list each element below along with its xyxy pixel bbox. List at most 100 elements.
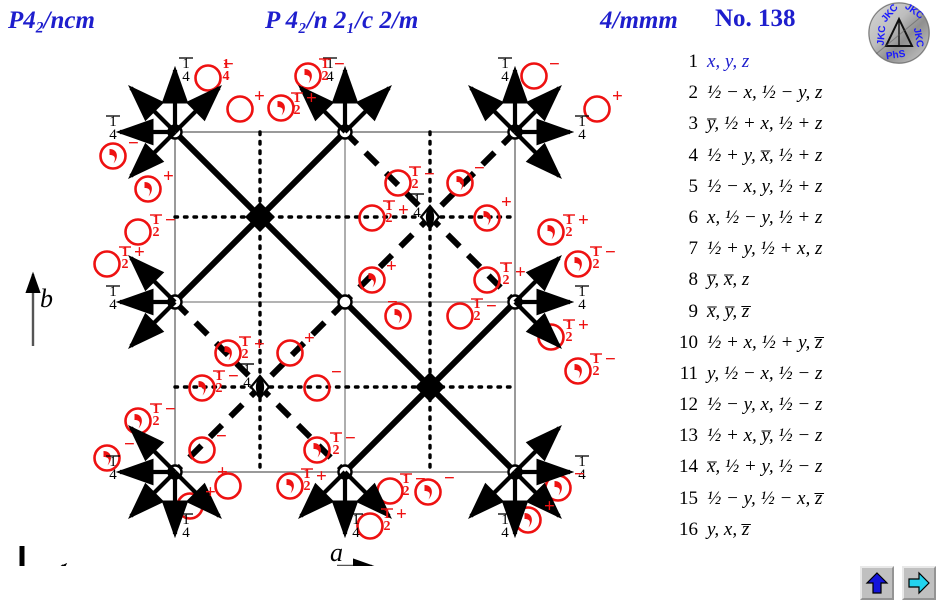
operation-coordinates: ½ − y, x, ½ − z	[707, 394, 823, 416]
operation-coordinates: y̅, x̅, z	[707, 269, 750, 291]
svg-text:−: −	[345, 428, 356, 449]
svg-text:12: 12	[322, 57, 329, 84]
operation-number: 8	[688, 269, 699, 291]
operation-coordinates: y, x, z̅	[707, 518, 750, 540]
svg-text:−: −	[223, 54, 234, 75]
operation-number: 12	[679, 394, 698, 416]
operation-number: 5	[688, 175, 699, 197]
svg-text:12: 12	[474, 297, 481, 324]
short-symbol-main: P4	[8, 7, 36, 34]
operation-number: 2	[688, 82, 699, 104]
svg-text:+: +	[217, 462, 228, 483]
operation-number: 14	[679, 456, 698, 478]
svg-text:12: 12	[153, 213, 160, 240]
svg-text:+: +	[163, 166, 174, 187]
svg-text:−: −	[474, 158, 485, 179]
operation-number: 10	[679, 331, 698, 353]
operation-number: 9	[688, 300, 699, 322]
svg-text:+: +	[578, 315, 589, 336]
svg-text:14: 14	[352, 512, 360, 541]
operation-number: 11	[679, 362, 698, 384]
space-group-number: No. 138	[715, 5, 796, 32]
svg-text:−: −	[387, 292, 398, 313]
svg-text:−: −	[165, 210, 176, 231]
operation-number: 15	[679, 487, 698, 509]
svg-text:+: +	[396, 504, 407, 525]
svg-text:14: 14	[578, 114, 586, 143]
svg-text:−: −	[216, 426, 227, 447]
svg-text:14: 14	[109, 454, 117, 483]
svg-text:12: 12	[403, 472, 410, 499]
short-symbol-subscript: 2	[35, 19, 44, 37]
origin-axes-marker	[19, 546, 84, 611]
svg-text:14: 14	[109, 284, 117, 313]
svg-text:+: +	[205, 482, 216, 503]
operation-number: 16	[679, 518, 698, 540]
svg-text:−: −	[486, 296, 497, 317]
svg-text:+: +	[306, 88, 317, 109]
operation-coordinates: ½ − x, ½ − y, z	[707, 82, 823, 104]
mirror-planes-dotted	[173, 130, 517, 474]
svg-text:−: −	[605, 242, 616, 263]
operation-number: 3	[688, 113, 699, 135]
right-arrow-icon	[908, 571, 930, 595]
svg-text:14: 14	[223, 57, 230, 84]
right-arrow-button[interactable]	[902, 566, 936, 600]
operation-row: 4 ½ + y, x̅, ½ + z	[672, 146, 938, 177]
svg-text:12: 12	[242, 335, 249, 362]
svg-text:14: 14	[182, 512, 190, 541]
operation-coordinates: ½ − x, y, ½ + z	[707, 175, 823, 197]
operation-coordinates: x̅, ½ + y, ½ − z	[707, 456, 823, 478]
svg-text:12: 12	[593, 352, 600, 379]
axis-b-label: b	[40, 284, 53, 313]
svg-text:+: +	[254, 334, 265, 355]
svg-text:14: 14	[109, 114, 117, 143]
operation-number: 6	[688, 206, 699, 228]
up-arrow-icon	[865, 572, 889, 594]
svg-text:14: 14	[501, 56, 509, 85]
jkc-logo: JKC JKC JKC JKC PhS	[868, 2, 930, 64]
svg-text:12: 12	[333, 431, 340, 458]
svg-text:+: +	[578, 210, 589, 231]
operation-row: 12 ½ − y, x, ½ − z	[672, 395, 938, 426]
svg-text:14: 14	[578, 454, 586, 483]
svg-text:+: +	[134, 242, 145, 263]
logo-graphic	[868, 2, 930, 64]
point-group-symbol: 4/mmm	[600, 7, 678, 34]
operation-number: 4	[688, 144, 699, 166]
svg-text:14: 14	[501, 512, 509, 541]
full-hermann-mauguin-symbol: P 4₂/n 2₁/c 2/m	[265, 7, 419, 34]
svg-text:12: 12	[304, 467, 311, 494]
svg-text:−: −	[574, 464, 585, 485]
operation-number: 13	[679, 425, 698, 447]
svg-text:−: −	[165, 399, 176, 420]
svg-text:+: +	[612, 86, 623, 107]
operation-row: 9 x̅, y̅, z̅	[672, 302, 938, 333]
svg-text:−: −	[124, 434, 135, 455]
svg-text:12: 12	[566, 213, 573, 240]
svg-text:12: 12	[216, 369, 223, 396]
operation-row: 14 x̅, ½ + y, ½ − z	[672, 457, 938, 488]
operation-coordinates: ½ + y, x̅, ½ + z	[707, 144, 823, 166]
operation-coordinates: ½ + y, ½ + x, z	[707, 238, 823, 260]
operation-coordinates: x̅, y̅, z̅	[707, 300, 750, 322]
short-hermann-mauguin-symbol: P42/ncm	[8, 8, 95, 36]
operation-row: 5 ½ − x, y, ½ + z	[672, 177, 938, 208]
svg-text:+: +	[254, 86, 265, 107]
navigation-buttons	[860, 566, 940, 608]
operation-row: 16 y, x, z̅	[672, 520, 938, 551]
svg-text:−: −	[331, 362, 342, 383]
svg-text:−: −	[128, 133, 139, 154]
svg-text:+: +	[304, 328, 315, 349]
up-arrow-button[interactable]	[860, 566, 894, 600]
svg-text:−: −	[334, 54, 345, 75]
svg-text:14: 14	[413, 192, 421, 221]
